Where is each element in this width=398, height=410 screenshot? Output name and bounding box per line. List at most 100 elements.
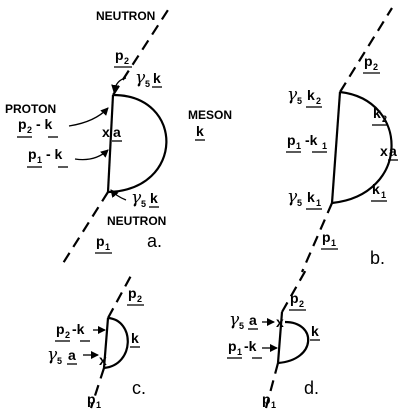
panel-a-meson-label: MESON <box>188 108 232 122</box>
svg-text:1: 1 <box>237 347 242 357</box>
panel-b-x-a-label: x a <box>380 143 398 161</box>
svg-text:- k: - k <box>36 116 53 132</box>
svg-text:1: 1 <box>37 155 42 165</box>
panel-d-p2-label: p 2 <box>289 290 306 311</box>
svg-text:-k: -k <box>244 338 257 354</box>
svg-text:2: 2 <box>382 114 387 124</box>
panel-b-letter: b. <box>370 248 385 268</box>
gamma-symbol: γ <box>287 85 298 105</box>
svg-text:1: 1 <box>96 400 101 410</box>
svg-text:p: p <box>262 391 271 407</box>
svg-text:a: a <box>68 347 76 363</box>
svg-text:a: a <box>389 143 397 159</box>
gamma-symbol: γ <box>229 310 240 330</box>
panel-a-meson-arc <box>107 93 168 194</box>
svg-text:2: 2 <box>299 299 304 309</box>
panel-d-p1-minus-k-label: p 1 -k <box>227 338 262 359</box>
gamma-symbol: γ <box>287 187 298 207</box>
svg-text:k: k <box>131 330 139 346</box>
svg-text:2: 2 <box>137 294 142 304</box>
panel-a-p1-label: p 1 <box>95 233 112 254</box>
svg-text:p: p <box>96 233 105 249</box>
panel-d-meson-arc <box>277 320 310 365</box>
svg-text:2: 2 <box>65 330 70 340</box>
svg-text:p: p <box>56 321 65 337</box>
svg-text:5: 5 <box>57 356 62 366</box>
svg-text:2: 2 <box>373 62 378 72</box>
panel-a-meson-k-label: k <box>195 123 205 141</box>
panel-a-letter: a. <box>147 231 162 251</box>
svg-text:p: p <box>115 47 124 63</box>
svg-text:1: 1 <box>322 141 327 151</box>
panel-d-letter: d. <box>304 378 319 398</box>
panel-a-p2-minus-k-label: p 2 - k <box>17 116 58 138</box>
svg-text:a: a <box>249 312 257 328</box>
svg-text:k: k <box>150 190 158 206</box>
panel-a-x-a-label: x a <box>102 124 122 142</box>
panel-a-neutron-bottom-label: NEUTRON <box>107 214 166 228</box>
panel-b-gamma5-k2-label: γ 5 k 2 <box>287 85 322 108</box>
svg-text:p: p <box>18 116 27 132</box>
svg-text:p: p <box>128 285 137 301</box>
panel-c-k-label: k <box>130 330 140 348</box>
svg-text:2: 2 <box>27 125 32 135</box>
svg-text:1: 1 <box>316 198 321 208</box>
panel-c-upper-neutron-line <box>107 271 134 319</box>
svg-text:- k: - k <box>46 146 63 162</box>
svg-text:k: k <box>373 105 381 121</box>
panel-d-lower-neutron-line <box>264 362 280 409</box>
svg-text:-k: -k <box>305 132 318 148</box>
svg-text:5: 5 <box>297 198 302 208</box>
panel-b-p2-label: p 2 <box>363 53 380 74</box>
panel-a-p1-minus-k-arrow <box>74 149 109 161</box>
svg-text:k: k <box>311 323 319 339</box>
vertex-x-mark: x <box>102 124 110 140</box>
svg-text:k: k <box>372 181 380 197</box>
svg-text:2: 2 <box>124 56 129 66</box>
panel-a-gamma5-k-top-label: γ 5 k <box>135 68 162 89</box>
gamma-symbol: γ <box>131 188 142 208</box>
panel-b-upper-neutron-line <box>339 7 393 93</box>
panel-c-gamma5-a-label: γ 5 a x <box>47 345 107 368</box>
panel-a-bottom-vertex-arrow <box>110 189 127 201</box>
panel-b-p1-label: p 1 <box>321 229 338 250</box>
panel-a: NEUTRON p 2 γ 5 k MESON k PROTON p 2 - k… <box>5 9 232 269</box>
svg-text:p: p <box>364 53 373 69</box>
svg-text:1: 1 <box>271 400 276 410</box>
panel-b-proton-line <box>330 91 342 204</box>
svg-text:1: 1 <box>381 190 386 200</box>
panel-a-proton-line <box>106 94 115 193</box>
vertex-x-mark: x <box>99 352 107 368</box>
svg-text:p: p <box>287 132 296 148</box>
svg-text:1: 1 <box>331 238 336 248</box>
svg-text:p: p <box>290 290 299 306</box>
vertex-x-mark: x <box>380 143 388 159</box>
svg-text:k: k <box>153 70 161 86</box>
svg-text:k: k <box>307 189 315 205</box>
gamma-symbol: γ <box>135 68 146 88</box>
panel-b-lower-neutron-line <box>300 202 334 273</box>
panel-d: p 2 γ 5 a x k p 1 -k p 1 d. <box>227 267 320 410</box>
svg-text:2: 2 <box>316 96 321 106</box>
svg-text:k: k <box>307 87 315 103</box>
panel-c-meson-arc <box>103 316 129 370</box>
panel-c-proton-line <box>102 317 110 369</box>
panel-a-proton-label: PROTON <box>5 102 56 116</box>
panel-d-k-label: k <box>310 323 320 341</box>
svg-text:p: p <box>322 229 331 245</box>
svg-text:5: 5 <box>141 199 146 209</box>
svg-text:1: 1 <box>105 242 110 252</box>
panel-c-lower-neutron-line <box>89 367 106 409</box>
panel-a-gamma5-k-bottom-label: γ 5 k <box>131 188 159 209</box>
panel-b-meson-arc <box>331 90 393 205</box>
svg-text:5: 5 <box>145 79 150 89</box>
panel-b-gamma5-k1-label: γ 5 k 1 <box>287 187 322 210</box>
svg-text:-k: -k <box>72 321 85 337</box>
svg-text:5: 5 <box>239 321 244 331</box>
svg-text:k: k <box>196 123 204 139</box>
panel-a-p2-minus-k-arrow <box>68 107 109 127</box>
panel-c-p2-label: p 2 <box>127 285 144 306</box>
svg-text:p: p <box>228 338 237 354</box>
panel-d-gamma5-a-label: γ 5 a x <box>229 310 284 331</box>
